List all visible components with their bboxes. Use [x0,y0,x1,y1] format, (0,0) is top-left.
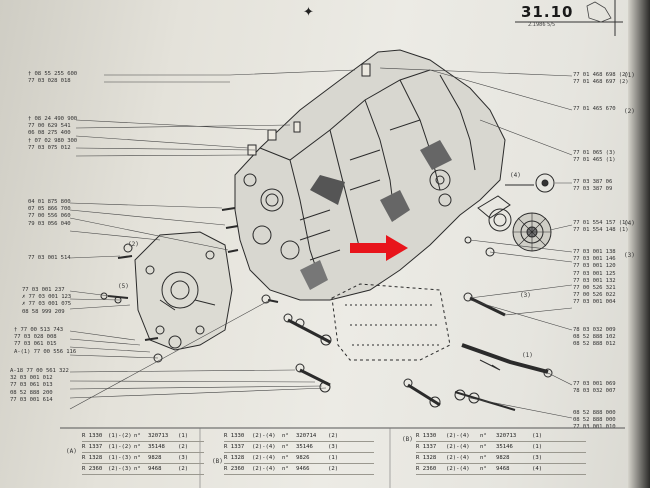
table-row: R 1330(2)-(4)n°320714(2) [224,431,374,442]
part-number-group: 77 01 465 670 [573,106,616,112]
page-number: 31.10 [521,3,574,21]
compatibility-table-left: R 1330(1)-(2)n°320713(1) R 1337(1)-(2)n°… [82,431,204,475]
table-row: R 2360(2)-(3)n°9468(2) [82,464,204,475]
table-row: R 1328(2)-(4)n°9826(1) [224,453,374,464]
part-number-group: 77 01 065 (3)77 01 465 (1) [573,150,616,164]
part-number-group: 77 03 001 514 [28,255,71,261]
page-shadow [628,0,650,488]
part-number-group: 77 01 468 698 (2)77 01 468 697 (2) [573,72,629,86]
side-ref: (4) [624,220,635,227]
compatibility-table-middle: R 1330(2)-(4)n°320714(2) R 1337(2)-(4)n°… [224,431,374,475]
header-frame [515,0,623,36]
binding-mark: ✦ [303,5,314,20]
part-number-group: 77 03 001 237✗ 77 03 001 123✗ 77 03 001 … [22,287,72,315]
side-ref: (1) [624,72,635,79]
callout-ref: (4) [510,172,521,179]
callout-ref: (1) [522,352,533,359]
table-row: R 1328(2)-(4)n°9828(3) [416,453,586,464]
highlight-arrow-icon [350,235,408,261]
table-tag: (A) [66,448,77,455]
part-number-group: 77 01 554 157 (1)77 01 554 148 (1) [573,220,629,234]
table-row: R 1330(1)-(2)n°320713(1) [82,431,204,442]
table-tag: (B) [212,458,223,465]
callout-ref: (2) [128,241,139,248]
compatibility-table-right: R 1330(2)-(4)n°320713(1) R 1337(2)-(4)n°… [416,431,586,475]
side-ref: (3) [624,252,635,259]
table-frame [60,427,625,488]
page-date-code: 2.1986 5/5 [528,22,556,28]
callout-ref: (5) [118,283,129,290]
table-tag: (B) [402,436,413,443]
side-ref: (2) [624,108,635,115]
table-row: R 2360(2)-(4)n°9466(2) [224,464,374,475]
callout-ref: (3) [520,292,531,299]
table-row: R 1337(2)-(4)n°35146(3) [224,442,374,453]
table-row: R 1337(2)-(4)n°35146(1) [416,442,586,453]
table-row: R 1328(1)-(3)n°9828(3) [82,453,204,464]
table-row: R 1330(2)-(4)n°320713(1) [416,431,586,442]
table-row: R 2360(2)-(4)n°9468(4) [416,464,586,475]
table-row: R 1337(1)-(2)n°35148(2) [82,442,204,453]
